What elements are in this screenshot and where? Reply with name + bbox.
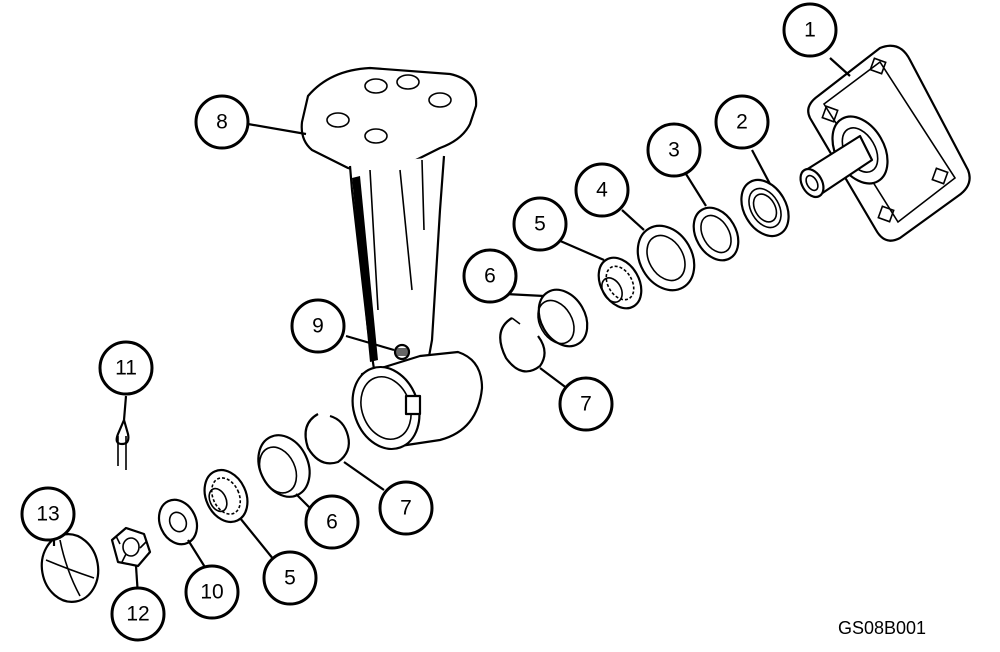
part-bearing-cup-inner [692, 206, 740, 262]
callout-12: 12 [110, 586, 166, 642]
svg-text:9: 9 [312, 315, 324, 338]
svg-text:6: 6 [326, 511, 338, 534]
part-castle-nut [110, 526, 152, 568]
part-cotter-pin [115, 419, 130, 470]
callout-5-lower: 5 [262, 550, 318, 606]
svg-text:7: 7 [580, 393, 592, 416]
part-washer-small [157, 498, 199, 546]
callout-1: 1 [782, 2, 838, 58]
callout-5-upper: 5 [512, 196, 568, 252]
callout-7-lower: 7 [378, 480, 434, 536]
part-steering-arm [300, 66, 484, 451]
svg-text:11: 11 [115, 357, 137, 380]
callout-11: 11 [98, 340, 154, 396]
svg-text:3: 3 [668, 139, 680, 162]
svg-text:7: 7 [400, 497, 412, 520]
callout-9: 9 [290, 298, 346, 354]
callout-13: 13 [20, 486, 76, 542]
svg-text:4: 4 [596, 179, 608, 202]
part-roller-bearing-upper [597, 256, 643, 310]
callout-6-lower: 6 [304, 494, 360, 550]
callout-8: 8 [194, 94, 250, 150]
svg-text:12: 12 [126, 603, 149, 626]
callout-2: 2 [714, 94, 770, 150]
svg-text:10: 10 [200, 581, 223, 604]
svg-text:5: 5 [534, 213, 546, 236]
svg-text:6: 6 [484, 265, 496, 288]
part-spindle-flange [799, 44, 971, 242]
part-snap-ring-lower [304, 413, 350, 465]
svg-text:8: 8 [216, 111, 228, 134]
svg-text:13: 13 [36, 503, 59, 526]
callout-3: 3 [646, 122, 702, 178]
drawing-code-label: GS08B001 [838, 618, 927, 638]
part-snap-ring-upper [499, 317, 546, 373]
part-grease-fitting [393, 343, 411, 361]
svg-text:2: 2 [736, 111, 748, 134]
callout-6-upper: 6 [462, 248, 518, 304]
svg-text:5: 5 [284, 567, 296, 590]
part-roller-bearing-lower [203, 469, 249, 523]
callout-7-upper: 7 [558, 376, 614, 432]
svg-text:1: 1 [804, 19, 816, 42]
part-washer-large [636, 224, 696, 292]
callout-4: 4 [574, 162, 630, 218]
callout-10: 10 [184, 564, 240, 620]
part-seal [740, 178, 790, 238]
part-bearing-cup-upper [537, 288, 589, 348]
